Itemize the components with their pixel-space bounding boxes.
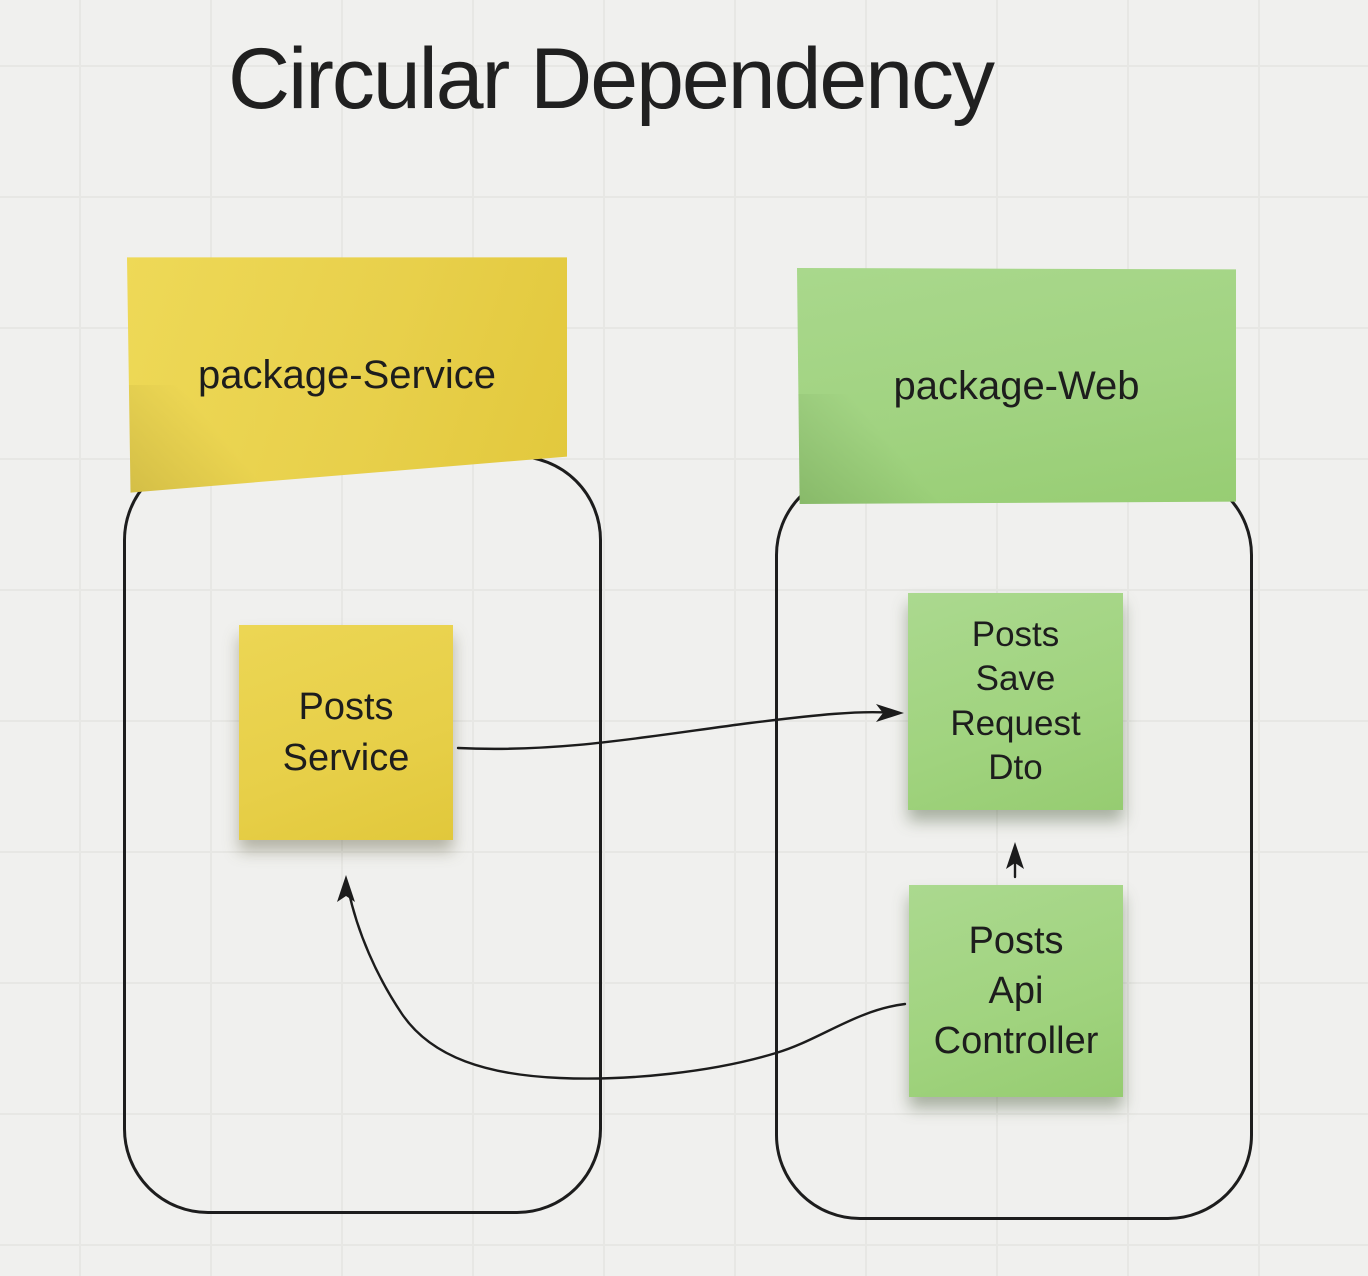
sticky-package-service[interactable]: package-Service [127,257,567,493]
sticky-package-web[interactable]: package-Web [797,268,1236,504]
sticky-label-line: Request [950,703,1081,743]
sticky-label-line: Posts [971,614,1060,654]
sticky-label-line: Controller [933,1020,1099,1063]
sticky-posts-save-request-dto[interactable]: Posts Save Request Dto [908,593,1123,810]
diagram-title[interactable]: Circular Dependency [228,31,995,127]
sticky-label-line: Save [975,659,1056,699]
sticky-posts-api-controller[interactable]: Posts Api Controller [909,885,1123,1097]
sticky-label-line: Service [282,736,410,779]
arrow-controller-to-dto[interactable] [1006,842,1024,879]
arrow-controller-to-posts-service[interactable] [337,875,907,1080]
sticky-posts-service[interactable]: Posts Service [239,625,453,840]
arrow-posts-service-to-dto[interactable] [456,704,904,751]
sticky-label-line: Posts [298,686,394,729]
sticky-label-line: Dto [988,747,1043,787]
sticky-label-line: Api [988,969,1044,1012]
sticky-label-line: Posts [968,919,1064,962]
